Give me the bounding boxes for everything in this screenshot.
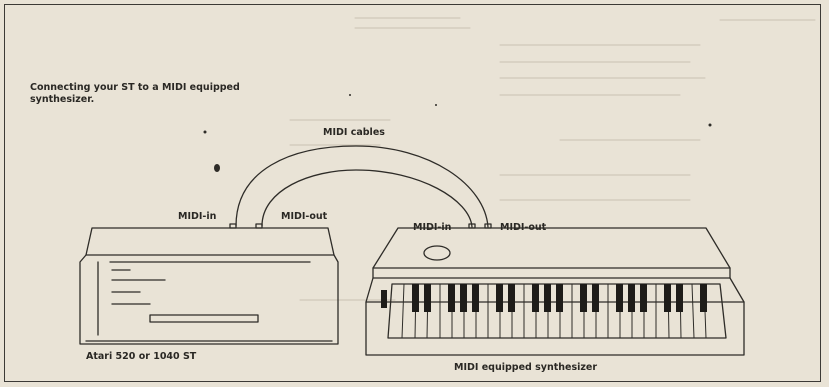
midi-cable-outer — [235, 145, 489, 228]
atari-st-computer — [79, 223, 339, 345]
show-through-lines — [289, 17, 816, 301]
label-st-midi-out: MIDI-out — [281, 211, 328, 222]
label-synth-midi-out: MIDI-out — [500, 222, 547, 233]
midi-cable-inner — [261, 169, 473, 228]
label-st-midi-in: MIDI-in — [178, 211, 217, 222]
synth-black-keys — [381, 284, 707, 312]
midi-synthesizer — [365, 223, 745, 356]
print-specks — [203, 94, 712, 172]
label-atari-computer: Atari 520 or 1040 ST — [86, 351, 197, 362]
label-synth-midi-in: MIDI-in — [413, 222, 452, 233]
diagram-frame — [4, 4, 821, 382]
label-midi-cables: MIDI cables — [323, 127, 385, 138]
label-synthesizer: MIDI equipped synthesizer — [454, 362, 598, 373]
diagram-caption: Connecting your ST to a MIDI equipped sy… — [30, 82, 240, 105]
